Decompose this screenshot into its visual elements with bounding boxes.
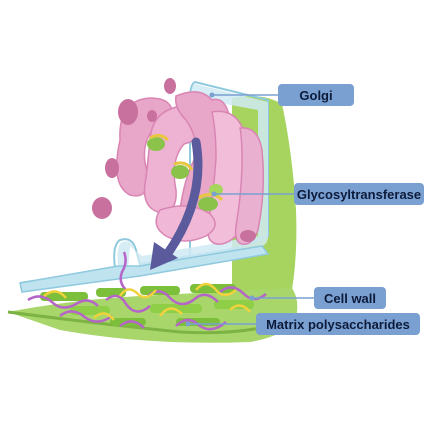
label-glycosyltransferase: Glycosyltransferase <box>294 183 424 205</box>
polysaccharide-fiber-yellow <box>195 282 237 297</box>
polysaccharide-fiber <box>175 318 227 331</box>
cell-wall-leader-dot <box>249 295 255 301</box>
vesicle <box>164 78 176 94</box>
label-cell-wall: Cell wall <box>314 287 386 309</box>
label-glycosyltransferase-text: Glycosyltransferase <box>297 187 421 202</box>
polysaccharide-fiber <box>59 310 113 323</box>
polysaccharide-fiber <box>147 290 219 306</box>
enzyme-chain <box>149 133 170 142</box>
glycosyltransferase-leader-dot <box>211 191 217 197</box>
glycosyltransferase-enzymes <box>147 133 224 211</box>
enzyme <box>171 165 189 179</box>
polysaccharide-fiber-yellow <box>118 288 157 299</box>
golgi-leader-dot <box>209 92 215 98</box>
vesicle <box>118 99 138 125</box>
vesicle <box>105 158 119 178</box>
label-cell-wall-box <box>314 287 386 309</box>
polysaccharide-fiber-yellow <box>43 290 67 299</box>
polysaccharide-fiber <box>27 295 99 309</box>
vesicle <box>92 197 112 219</box>
arrow-head <box>150 242 178 270</box>
secreted-fiber <box>119 251 127 291</box>
membrane-sheet <box>20 84 268 290</box>
enzyme-chain <box>197 193 224 202</box>
membrane-sheet-lower <box>19 245 270 293</box>
label-golgi-box <box>278 84 354 106</box>
polysaccharide-fiber-yellow <box>158 307 183 317</box>
plasma-membrane <box>19 80 269 284</box>
polysaccharide-fiber <box>105 294 151 313</box>
label-matrix-polysaccharides-box <box>256 313 420 335</box>
polysaccharide-fiber-yellow <box>93 312 115 321</box>
enzyme <box>147 137 165 151</box>
label-cell-wall-text: Cell wall <box>324 291 376 306</box>
label-golgi-text: Golgi <box>299 88 332 103</box>
enzyme-chain <box>173 161 194 171</box>
vesicle <box>147 110 157 122</box>
vesicle <box>240 230 256 242</box>
polysaccharide-fiber <box>119 320 145 329</box>
label-matrix-polysaccharides: Matrix polysaccharides <box>256 313 420 335</box>
golgi-vesicles <box>92 78 256 242</box>
label-matrix-polysaccharides-text: Matrix polysaccharides <box>266 317 410 332</box>
label-golgi: Golgi <box>278 84 354 106</box>
leader-lines <box>185 92 314 327</box>
transport-arrow <box>150 137 203 270</box>
polysaccharide-fiber-yellow <box>229 304 251 313</box>
enzyme <box>198 197 218 211</box>
label-glycosyltransferase-box <box>294 183 424 205</box>
arrow-shaft <box>161 137 203 261</box>
cellulose-microfibril <box>96 288 126 297</box>
matrix-leader-dot <box>185 321 191 327</box>
golgi-cisterna-5 <box>234 127 265 245</box>
